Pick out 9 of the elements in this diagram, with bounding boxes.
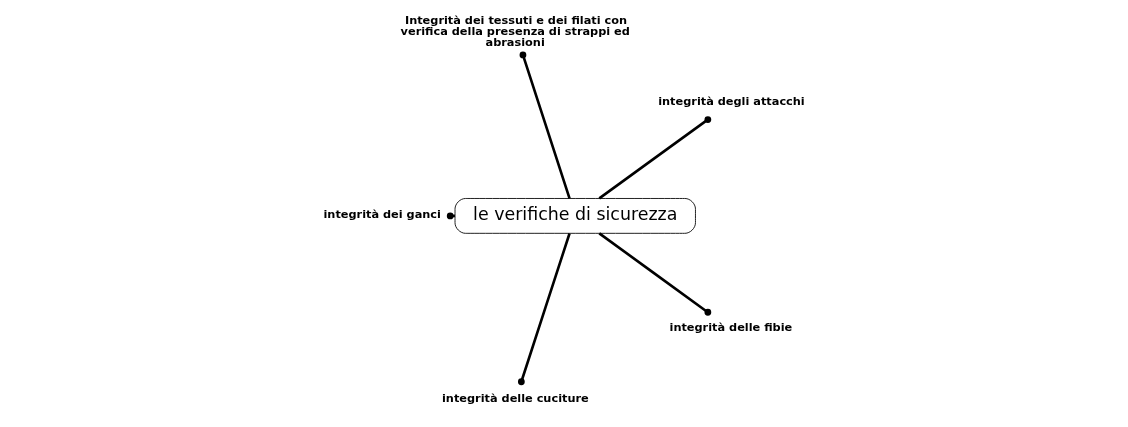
node-text: integrità degli attacchi [658, 93, 805, 108]
connector [519, 51, 571, 199]
node-text: integrità delle fibie [669, 320, 793, 335]
node-text: integrità delle cuciture [441, 390, 589, 405]
node-text: integrità dei ganci [323, 206, 441, 221]
connector [517, 233, 571, 386]
node-text: Integrità dei tessuti e dei filati con verifica della presenza di strappi ed abrasioni [400, 12, 630, 50]
connector [598, 232, 712, 316]
connector [598, 116, 712, 200]
